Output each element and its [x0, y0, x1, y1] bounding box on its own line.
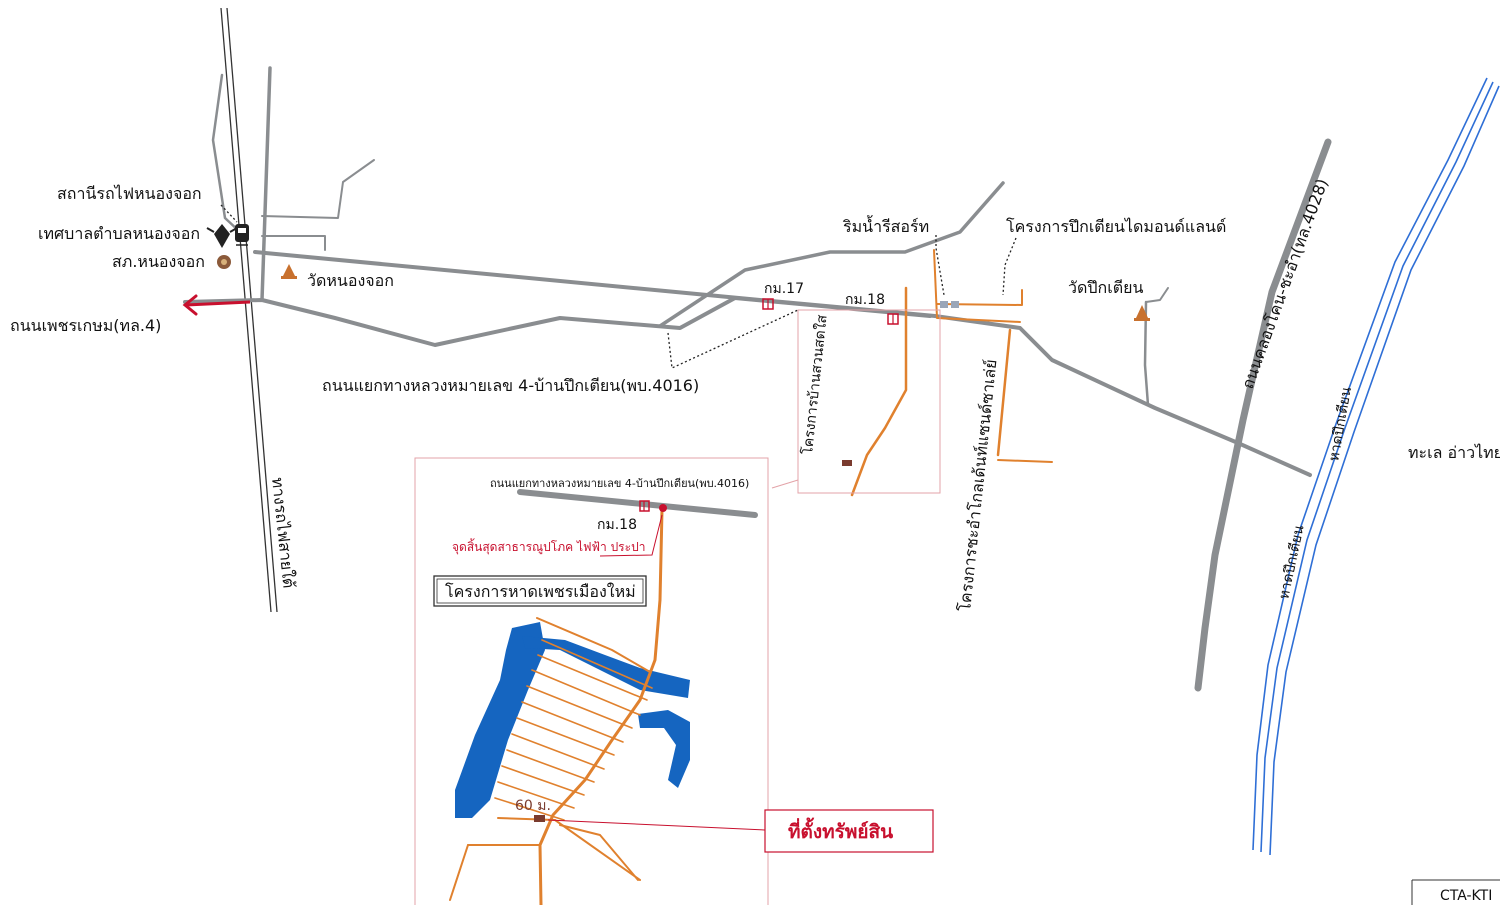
inset-local-roads: [449, 508, 664, 905]
railway-track: [220, 7, 278, 613]
temple-icon: [281, 264, 297, 279]
corner-code-box: CTA-KTI: [1411, 879, 1500, 905]
municipality-label: เทศบาลตำบลหนองจอก: [38, 224, 200, 243]
sea-label: ทะเล อ่าวไทย: [1408, 443, 1500, 462]
railway-label: ทางรถไฟสายใต้: [268, 476, 299, 589]
bridge-icon: [887, 313, 899, 325]
local-roads-top: [850, 249, 1053, 497]
road-4016-label: ถนนแยกทางหลวงหมายเลข 4-บ้านปึกเตียน(พบ.4…: [322, 376, 699, 395]
suan-sodsai-label: โครงการบ้านสวนสดใส: [799, 314, 831, 456]
inset-road-label: ถนนแยกทางหลวงหมายเลข 4-บ้านปึกเตียน(พบ.4…: [490, 477, 749, 490]
road-4028-label: ถนนคลองโคน-ชะอำ(ทล.4028): [1238, 176, 1332, 391]
project-name-label: โครงการหาดเพชรเมืองใหม่: [445, 582, 636, 601]
wat-puektian-label: วัดปึกเตียน: [1068, 278, 1143, 297]
highway4-label: ถนนเพชรเกษม(ทล.4): [10, 316, 161, 335]
building-icon: [534, 815, 545, 822]
building-icon: [842, 460, 852, 466]
km17-label: กม.17: [764, 281, 804, 297]
corner-code-label: CTA-KTI: [1440, 888, 1492, 904]
inset-box: [414, 457, 769, 905]
cha-am-golden-sand-label: โครงการชะอำโกลเด้นท์แซนด์ซาเล่ย์: [955, 358, 1000, 612]
riverside-resort-label: ริมน้ำรีสอร์ท: [843, 215, 930, 236]
beach-label-1: หาดปึกเตียน: [1326, 385, 1355, 462]
property-label: ที่ตั้งทรัพย์สิน: [788, 817, 893, 843]
temple-icon: [1134, 305, 1150, 321]
inset-road: [517, 489, 758, 518]
utility-point-label: จุดสิ้นสุดสาธารณูปโภค ไฟฟ้า ประปา: [452, 538, 645, 555]
distance-label: 60 ม.: [515, 798, 551, 814]
km18-label: กม.18: [845, 292, 885, 308]
wat-nongjok-label: วัดหนองจอก: [307, 271, 394, 290]
bridge-icon: [639, 500, 650, 512]
building-icon: [940, 301, 959, 308]
coastline: [1252, 77, 1500, 856]
box-connector: [771, 479, 799, 489]
garuda-emblem-icon: [206, 224, 238, 248]
inset-km18-label: กม.18: [597, 517, 637, 533]
police-label: สภ.หนองจอก: [112, 252, 205, 271]
main-roads: [183, 66, 1332, 692]
beach-label-2: หาดปึกเตียน: [1276, 524, 1307, 601]
project-box-suan-sodsai: [797, 309, 941, 494]
utility-pointer: [599, 514, 663, 557]
project-name-box: โครงการหาดเพชรเมืองใหม่: [433, 575, 647, 607]
police-badge-icon: [217, 255, 231, 269]
leader-lines: [220, 204, 1017, 369]
bridge-icon: [762, 298, 774, 310]
train-icon: [235, 224, 249, 246]
arrow-left-icon: [182, 294, 251, 316]
property-location-box: ที่ตั้งทรัพย์สิน: [764, 809, 934, 853]
station-label: สถานีรถไฟหนองจอก: [57, 184, 202, 203]
diamond-land-label: โครงการปึกเตียนไดมอนด์แลนด์: [1006, 217, 1226, 236]
property-pointer: [547, 819, 766, 831]
location-pin-icon: [659, 504, 667, 512]
